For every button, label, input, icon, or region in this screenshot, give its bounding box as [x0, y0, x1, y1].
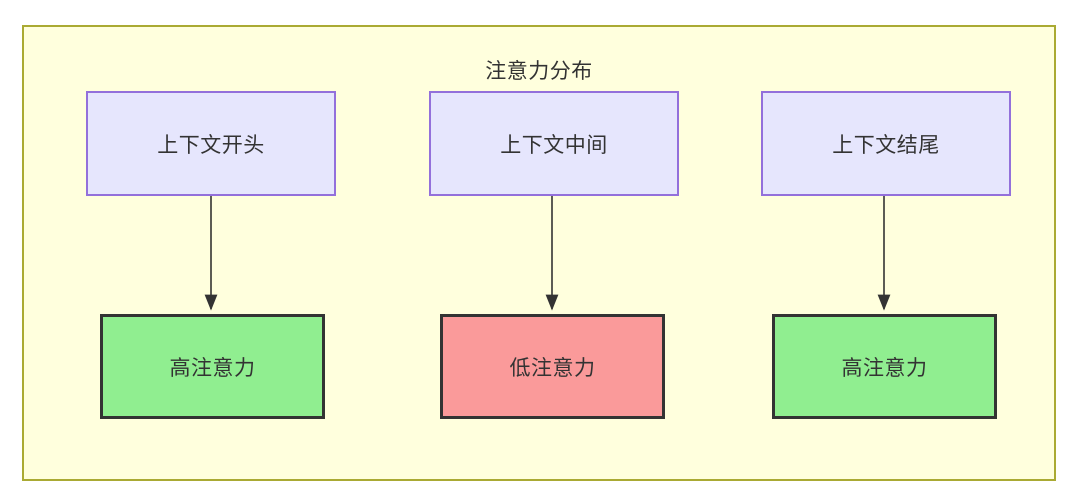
- node-label: 高注意力: [169, 356, 256, 380]
- node-label: 高注意力: [841, 356, 928, 380]
- node-context-end[interactable]: 上下文结尾: [761, 91, 1011, 196]
- subgraph-title: 注意力分布: [485, 60, 593, 83]
- node-label: 上下文结尾: [832, 133, 940, 157]
- node-label: 上下文中间: [500, 133, 608, 157]
- node-high-attention-beginning[interactable]: 高注意力: [100, 314, 325, 419]
- node-high-attention-end[interactable]: 高注意力: [772, 314, 997, 419]
- node-context-beginning[interactable]: 上下文开头: [86, 91, 336, 196]
- node-context-middle[interactable]: 上下文中间: [429, 91, 679, 196]
- node-low-attention-middle[interactable]: 低注意力: [440, 314, 665, 419]
- node-label: 上下文开头: [157, 133, 265, 157]
- node-label: 低注意力: [509, 356, 596, 380]
